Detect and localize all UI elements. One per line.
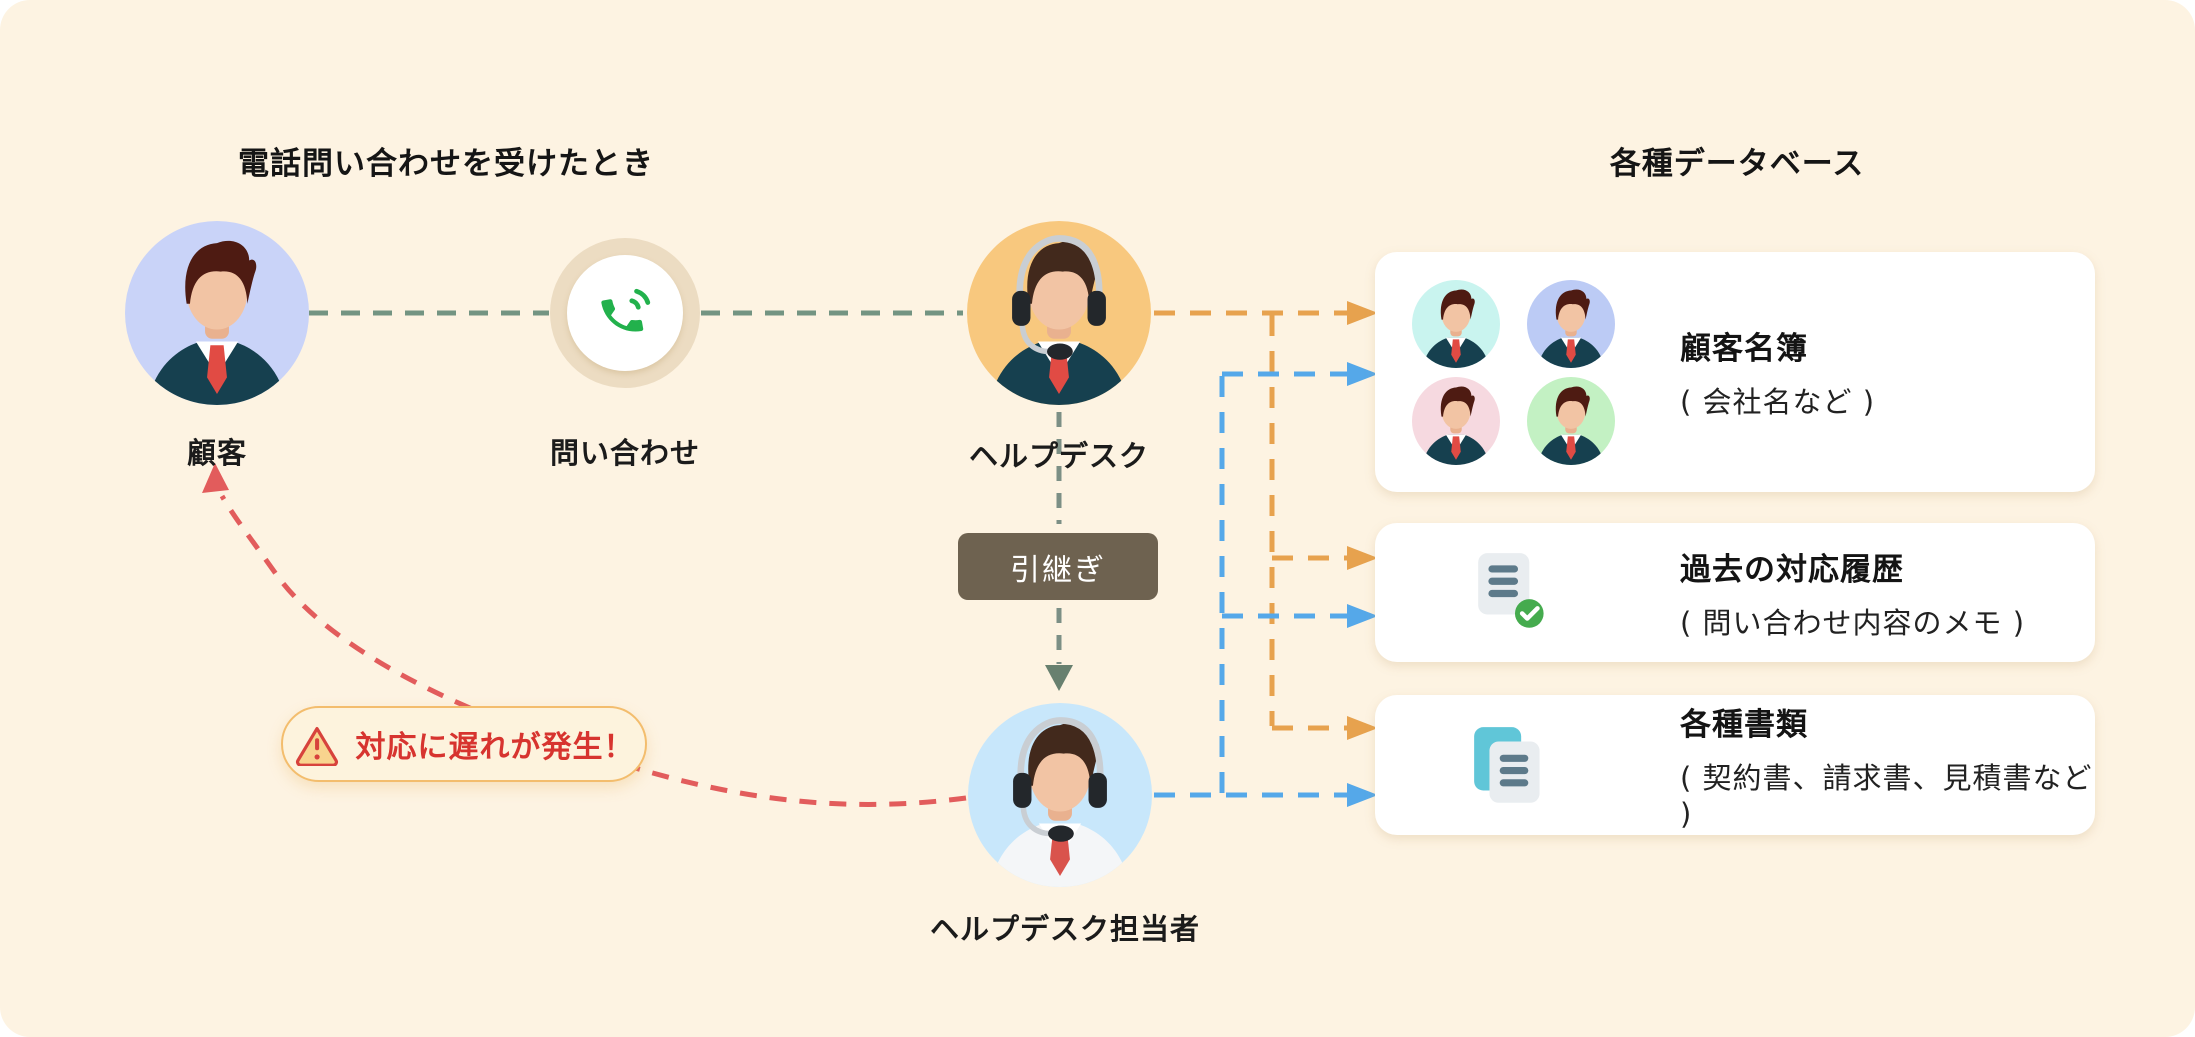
delay-alert: 対応に遅れが発生！ <box>281 706 647 782</box>
handover-badge: 引継ぎ <box>958 533 1158 600</box>
db-card-subtitle: ( 契約書、請求書、見積書など ) <box>1680 761 2093 831</box>
inquiry-label: 問い合わせ <box>549 436 700 470</box>
db-card-title: 過去の対応履歴 <box>1680 551 1904 588</box>
phone-icon <box>601 288 651 332</box>
businessman-icon <box>125 221 309 405</box>
document-check-icon <box>1478 553 1544 628</box>
mini-avatar-icon <box>1412 377 1500 465</box>
phone-badge <box>567 255 683 371</box>
db-card-history: 過去の対応履歴 ( 問い合わせ内容のメモ ) <box>1375 523 2095 662</box>
delay-alert-text: 対応に遅れが発生！ <box>355 730 635 765</box>
inquiry-node <box>550 238 700 388</box>
db-card-subtitle: ( 会社名など ) <box>1680 385 1876 419</box>
db-card-title: 顧客名簿 <box>1680 331 1808 367</box>
helpdesk-label: ヘルプデスク <box>968 439 1149 473</box>
warning-triangle-icon <box>295 726 338 766</box>
database-section-title: 各種データベース <box>1609 146 1865 182</box>
db-card-title: 各種書類 <box>1680 707 1808 743</box>
customer-label: 顧客 <box>186 436 247 470</box>
flow-section-title: 電話問い合わせを受けたとき <box>238 146 654 182</box>
documents-media <box>1375 695 1680 835</box>
documents-icon <box>1474 727 1540 803</box>
mini-avatar-icon <box>1527 377 1615 465</box>
operator-icon <box>967 221 1151 405</box>
document-check-media <box>1375 523 1680 662</box>
db-card-customer-list: 顧客名簿 ( 会社名など ) <box>1375 252 2095 492</box>
customer-avatar <box>125 221 309 405</box>
operator-icon <box>968 703 1152 887</box>
customer-avatars-grid <box>1375 252 1680 492</box>
agent-avatar <box>968 703 1152 887</box>
helpdesk-avatar <box>967 221 1151 405</box>
db-card-subtitle: ( 問い合わせ内容のメモ ) <box>1680 605 2026 640</box>
agent-label: ヘルプデスク担当者 <box>929 912 1200 946</box>
handover-label: 引継ぎ <box>1010 552 1106 588</box>
mini-avatar-icon <box>1527 280 1615 368</box>
mini-avatar-icon <box>1412 280 1500 368</box>
db-card-documents: 各種書類 ( 契約書、請求書、見積書など ) <box>1375 695 2095 835</box>
